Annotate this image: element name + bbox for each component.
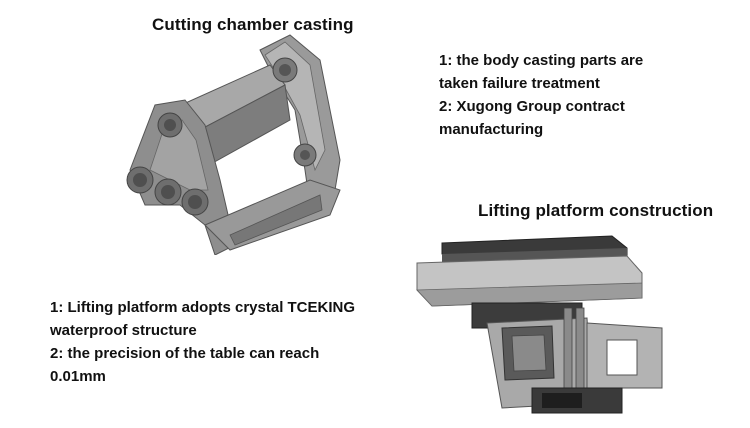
lifting-note-line: 1: Lifting platform adopts crystal TCEKI… xyxy=(50,299,356,316)
cutting-notes: 1: the body casting parts are taken fail… xyxy=(439,49,643,141)
lifting-platform-title: Lifting platform construction xyxy=(478,201,714,220)
lifting-note-line: 0.01mm xyxy=(50,368,106,385)
cutting-note-line: 2: Xugong Group contract xyxy=(439,98,625,115)
cutting-note-line: taken failure treatment xyxy=(439,75,600,92)
lifting-notes: 1: Lifting platform adopts crystal TCEKI… xyxy=(50,296,355,388)
lifting-note-line: waterproof structure xyxy=(50,322,197,339)
cutting-chamber-casting-image xyxy=(126,34,341,255)
cutting-note-line: manufacturing xyxy=(439,121,544,138)
lifting-note-line: 2: the precision of the table can reach xyxy=(50,345,320,362)
lifting-platform-image xyxy=(416,235,663,414)
cutting-chamber-title: Cutting chamber casting xyxy=(152,15,354,34)
cutting-note-line: 1: the body casting parts are xyxy=(439,52,644,69)
